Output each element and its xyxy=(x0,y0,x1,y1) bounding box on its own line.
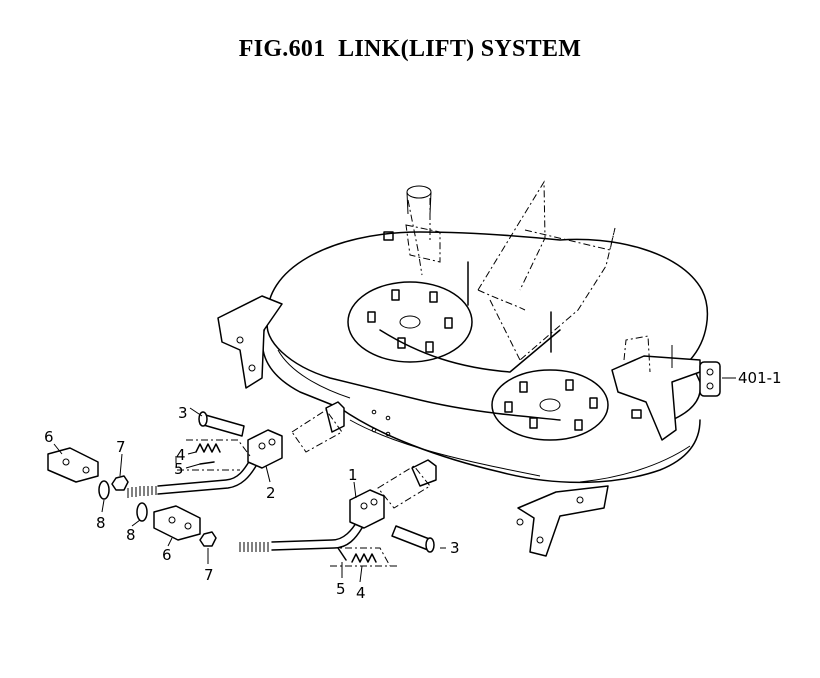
spring-upper xyxy=(186,439,251,457)
lift-link-upper xyxy=(127,429,283,498)
callout-8-upper: 8 xyxy=(96,514,106,532)
callout-4-upper: 4 xyxy=(176,446,186,464)
callout-401-1: 401-1 xyxy=(738,369,782,387)
callout-7-lower: 7 xyxy=(204,566,214,584)
callout-7-upper: 7 xyxy=(116,438,126,456)
lift-link-lower xyxy=(239,489,385,552)
front-left-deck-bracket xyxy=(217,295,283,389)
right-pivot-bracket xyxy=(611,335,721,441)
callout-labels: 6 7 8 3 4 5 2 1 3 8 6 7 5 4 401-1 xyxy=(44,369,782,602)
callout-4-lower: 4 xyxy=(356,584,366,602)
swivel-block-lower xyxy=(153,505,201,541)
pin-upper xyxy=(198,411,245,437)
front-right-deck-bracket xyxy=(516,485,609,557)
washer-lower xyxy=(136,502,148,522)
cotter-pin-upper xyxy=(175,456,240,471)
deck-mount-tabs xyxy=(291,401,437,509)
discharge-chute xyxy=(477,180,616,361)
figure-title: FIG.601 LINK(LIFT) SYSTEM xyxy=(238,36,582,62)
nut-lower xyxy=(199,531,217,547)
callout-8-lower: 8 xyxy=(126,526,136,544)
pin-lower xyxy=(391,525,435,553)
callout-3-lower: 3 xyxy=(450,539,460,557)
nut-upper xyxy=(111,475,129,491)
callout-2: 2 xyxy=(266,484,276,502)
callout-6-upper: 6 xyxy=(44,428,54,446)
swivel-block-upper xyxy=(47,447,99,483)
spring-lower xyxy=(330,547,391,567)
callout-5-lower: 5 xyxy=(336,580,346,598)
leader-lines xyxy=(53,377,736,583)
callout-5-upper: 5 xyxy=(174,460,184,478)
rear-hanger-bracket xyxy=(405,185,441,276)
callout-6-lower: 6 xyxy=(162,546,172,564)
washer-upper xyxy=(98,480,110,500)
callout-3-upper: 3 xyxy=(178,404,188,422)
callout-1: 1 xyxy=(348,466,358,484)
